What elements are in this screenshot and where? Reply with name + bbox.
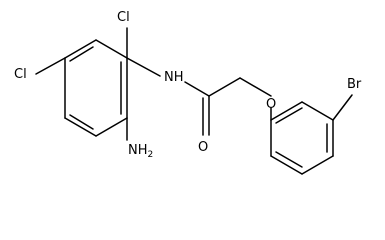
- bond-carbonyl-ch2: [208, 77, 241, 97]
- ether-oxygen-label: O: [266, 97, 276, 112]
- ring2-bond-e-inner: [275, 151, 303, 168]
- ring2-bond-d: [301, 155, 334, 175]
- bond-nh-carbonyl: [184, 81, 210, 97]
- dichloroaniline-ring: [64, 39, 128, 137]
- ring1-bond-f-inner: [69, 46, 94, 62]
- carbonyl-oxygen-label: O: [198, 140, 208, 155]
- bond-ring-nh: [126, 57, 161, 77]
- ring2-bond-b: [301, 101, 334, 121]
- bond-ring-br: [332, 94, 353, 121]
- bromine-label: Br: [347, 77, 362, 92]
- ring1-bond-c: [95, 117, 128, 137]
- ring2-bond-a-inner: [275, 107, 303, 124]
- ring2-bond-e: [270, 155, 303, 175]
- bond-ch2-ether-o: [239, 77, 272, 97]
- ring1-bond-d: [64, 117, 97, 137]
- ring2-bond-a: [270, 101, 303, 121]
- amino-nh2-label: NH2: [128, 143, 153, 160]
- molecule-structure-diagram: Cl Cl NH NH2 O O Br: [14, 10, 362, 175]
- ring1-bond-a: [95, 39, 128, 59]
- ring1-bond-f: [64, 39, 97, 59]
- chlorine-top-label: Cl: [117, 10, 130, 25]
- bromophenyl-ring: [270, 101, 334, 175]
- bond-ring-cl-left: [35, 57, 66, 75]
- ring1-bond-d-inner: [69, 114, 94, 130]
- amino-nh-text: NH: [128, 143, 148, 158]
- amide-nh-label: NH: [164, 70, 184, 85]
- chlorine-left-label: Cl: [14, 67, 27, 82]
- amino-subscript-2: 2: [148, 150, 154, 160]
